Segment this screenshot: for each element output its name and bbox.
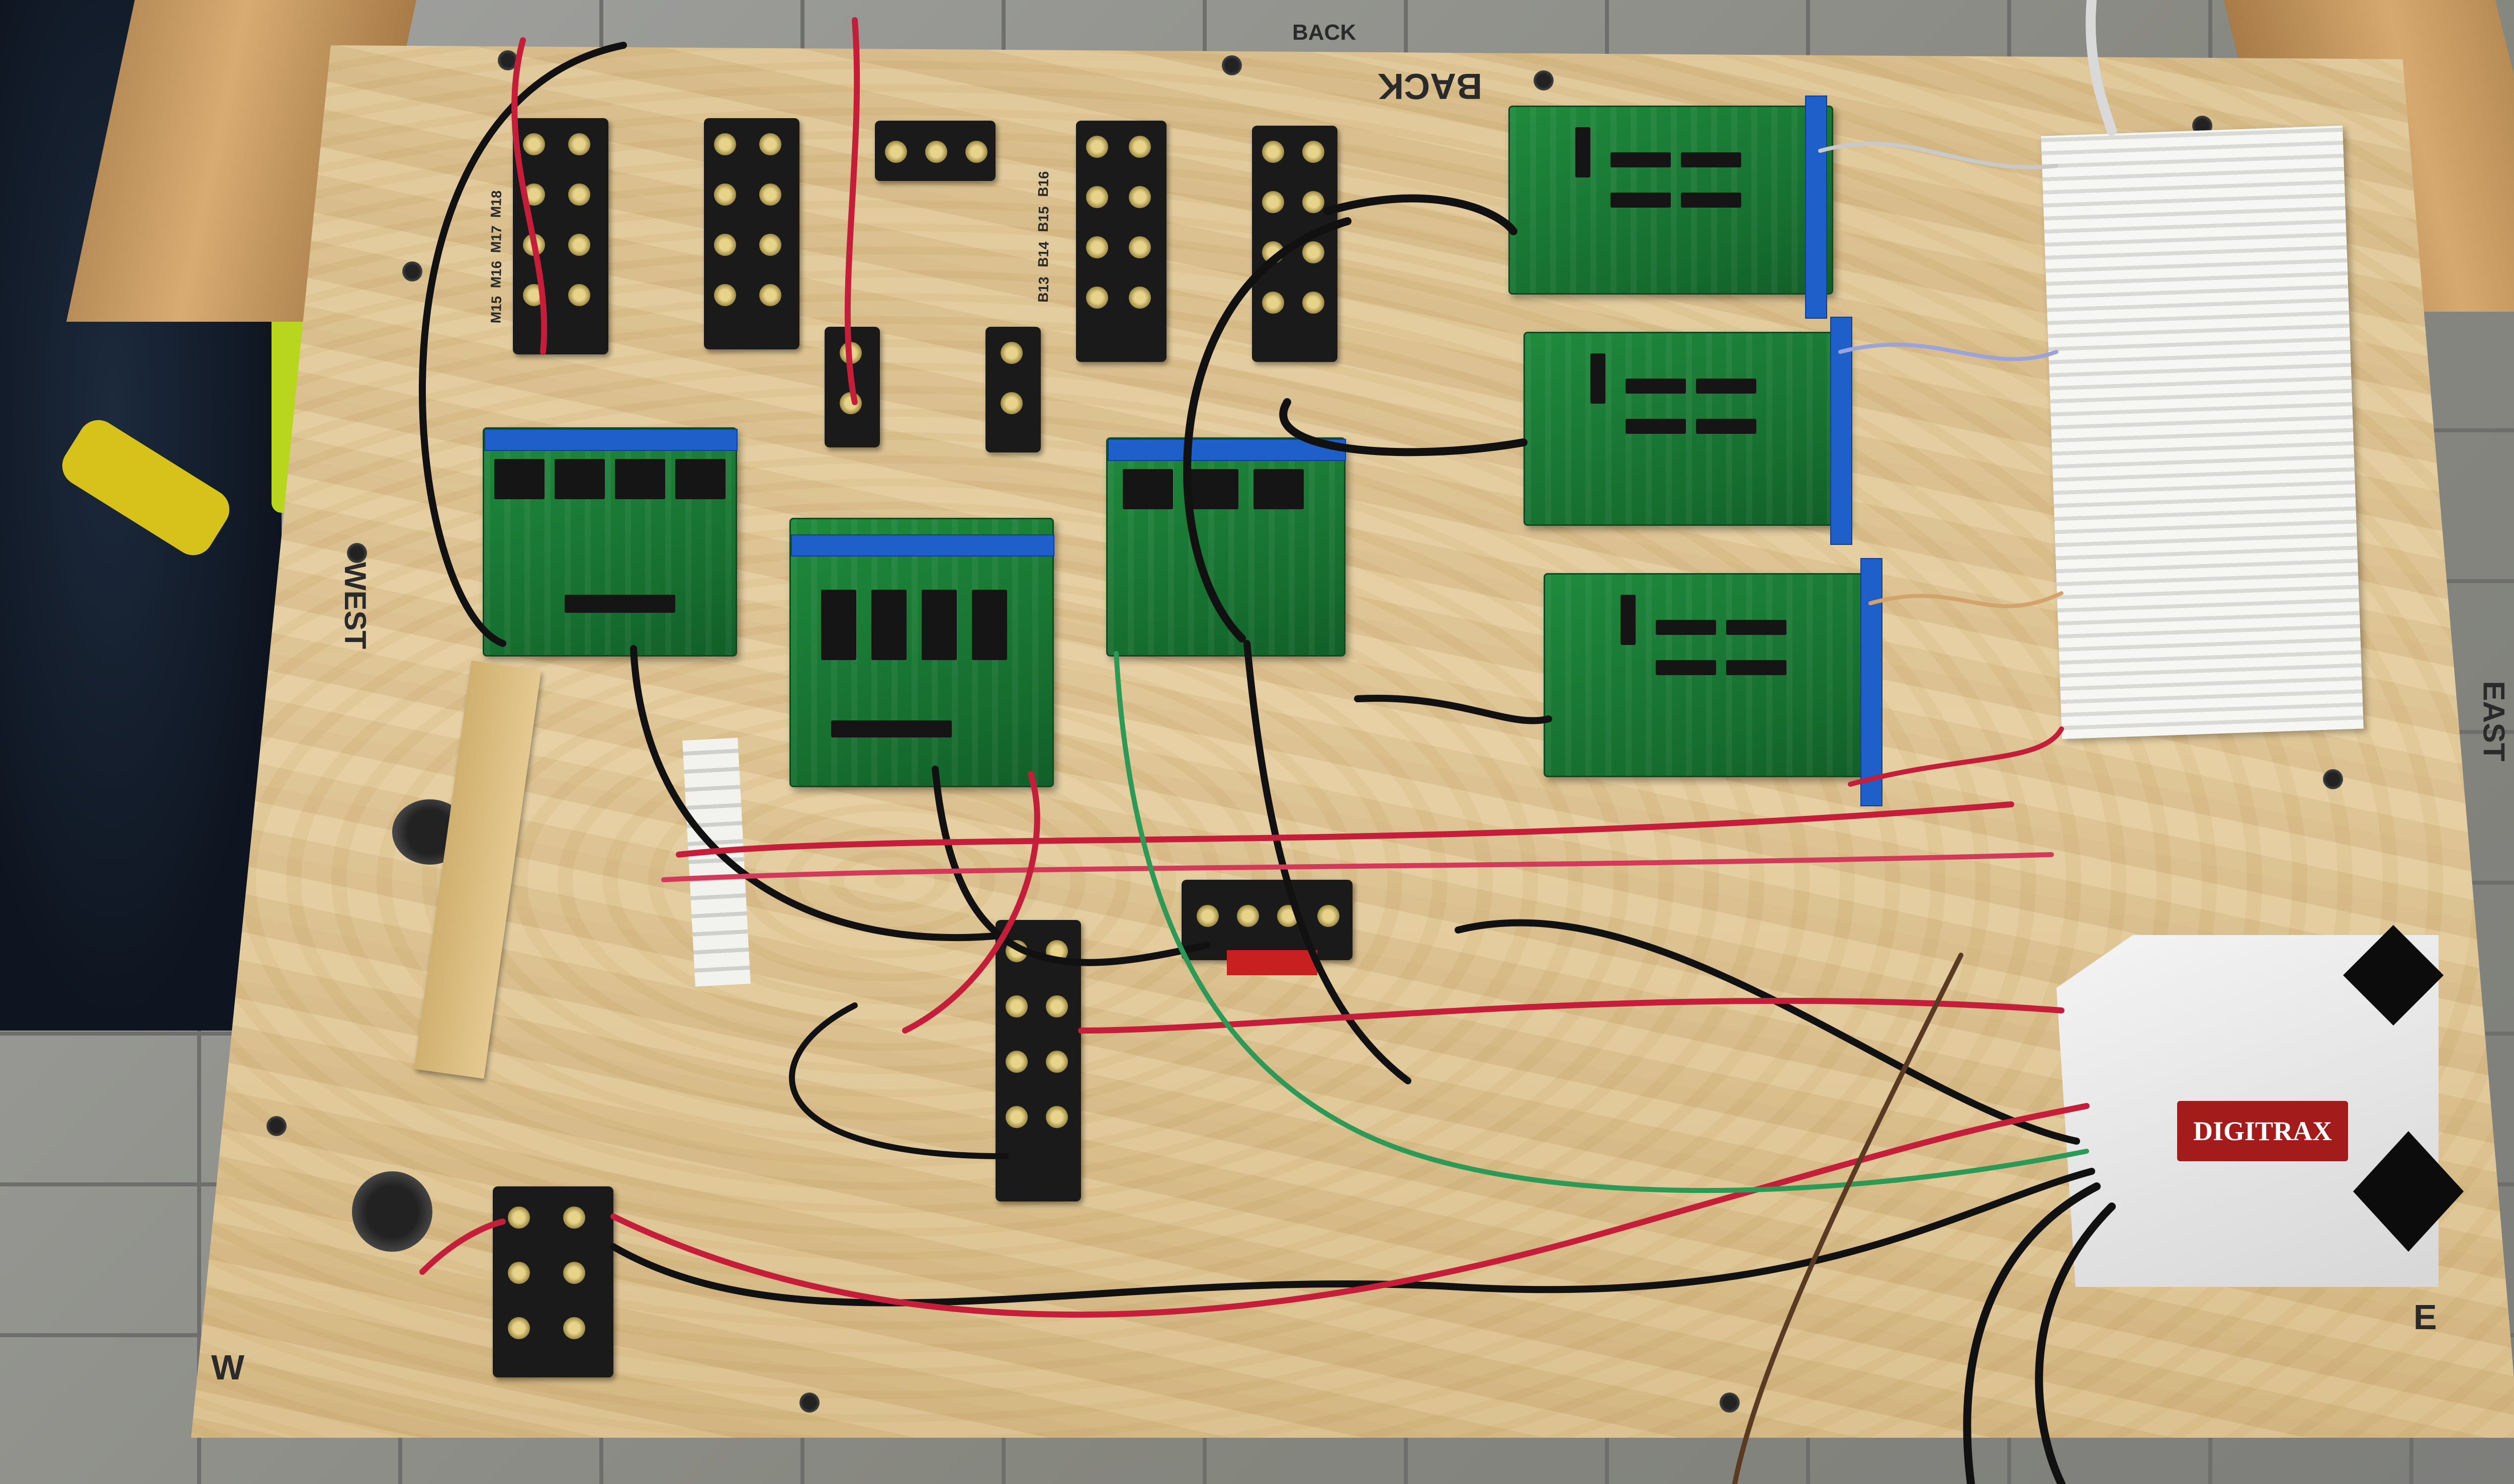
power-supply-badge: DIGITRAX: [2177, 1101, 2348, 1161]
mount-hole: [1222, 55, 1242, 75]
board-4-connector: [1805, 96, 1827, 319]
cable-pass-hole: [352, 1171, 432, 1252]
terminal-strip-small-1: [825, 327, 880, 447]
board-5-connector: [1830, 317, 1852, 545]
mount-hole: [1534, 70, 1554, 90]
mount-hole: [799, 1393, 820, 1413]
board-6-connector: [1860, 558, 1882, 806]
mount-hole: [402, 261, 422, 282]
terminal-strip-west: [493, 1186, 613, 1377]
terminal-strip-center: [1182, 880, 1353, 960]
mount-hole: [266, 1116, 287, 1136]
red-label-tag: [1227, 950, 1317, 975]
circuit-board-3: [1106, 437, 1346, 657]
back-label: BACK: [1292, 20, 1357, 45]
terminal-strip-small-2: [985, 327, 1041, 452]
mount-hole: [1720, 1393, 1740, 1413]
west-corner-label: W: [211, 1348, 245, 1387]
circuit-board-5: [1523, 332, 1848, 526]
terminal-strip-top-center: [875, 121, 996, 181]
terminal-strip-m: [513, 118, 608, 354]
mount-hole: [347, 543, 367, 563]
circuit-board-4: [1508, 106, 1833, 295]
circuit-board-6: [1544, 573, 1868, 777]
east-corner-label: E: [2413, 1297, 2437, 1337]
mount-hole: [2323, 769, 2343, 789]
terminal-strip-b-left: [1076, 121, 1166, 362]
terminal-strip-lower: [996, 920, 1081, 1201]
circuit-board-1: [483, 427, 738, 657]
circuit-board-relay: [789, 518, 1054, 787]
power-supply-brand: DIGITRAX: [2193, 1116, 2332, 1146]
terminal-strip-2: [704, 118, 799, 349]
